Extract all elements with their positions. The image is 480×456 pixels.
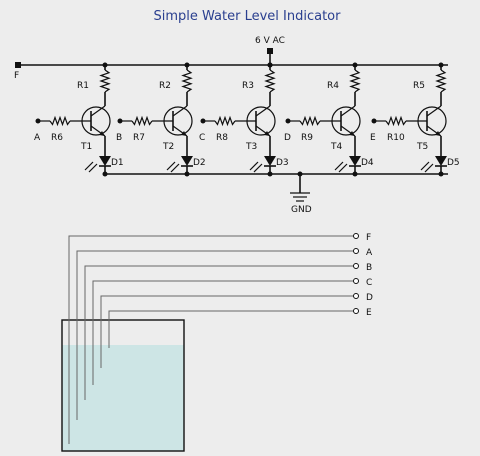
led-light-ray	[253, 163, 263, 173]
probe-wire	[84, 265, 353, 400]
water-fill	[62, 345, 184, 451]
transistor-emitter-arrow	[181, 131, 187, 136]
collector-resistor	[349, 69, 361, 93]
transistor-collector-leg	[172, 105, 188, 117]
led-triangle	[181, 156, 193, 166]
probe-terminal	[353, 308, 359, 314]
led-light-ray	[166, 161, 176, 171]
transistor-collector-leg	[90, 105, 106, 117]
transistor-label: T3	[245, 142, 257, 152]
base-resistor	[49, 115, 71, 127]
supply-terminal-square	[267, 48, 273, 54]
terminal-f-square	[15, 62, 21, 68]
led-light-ray	[338, 163, 348, 173]
ground-junction-dot	[297, 171, 303, 177]
ground-junction-dot	[102, 171, 108, 177]
led-triangle	[99, 156, 111, 166]
led-triangle	[264, 156, 276, 166]
transistor-label: T5	[416, 142, 428, 152]
input-label: D	[284, 133, 291, 143]
ground-junction-dot	[438, 171, 444, 177]
collector-resistor	[181, 69, 193, 93]
input-label: B	[116, 133, 122, 143]
led-label: D1	[111, 158, 124, 168]
probe-label: F	[366, 233, 371, 243]
collector-resistor-label: R1	[77, 81, 89, 91]
base-resistor-label: R7	[133, 133, 145, 143]
input-label: C	[199, 133, 205, 143]
led-light-ray	[249, 161, 259, 171]
transistor-label: T2	[162, 142, 174, 152]
probe-terminal	[353, 293, 359, 299]
led-triangle	[435, 156, 447, 166]
probe-label: C	[366, 278, 372, 288]
collector-resistor	[435, 69, 447, 93]
ground-junction-dot	[184, 171, 190, 177]
led-light-ray	[420, 161, 430, 171]
led-light-ray	[424, 163, 434, 173]
probe-label: E	[366, 308, 372, 318]
transistor-collector-leg	[255, 105, 271, 117]
probe-label: D	[366, 293, 373, 303]
input-label: A	[34, 133, 41, 143]
probe-terminal	[353, 233, 359, 239]
transistor-emitter-arrow	[264, 131, 270, 136]
terminal-f-label: F	[14, 71, 19, 81]
base-resistor	[214, 115, 236, 127]
transistor-emitter-arrow	[349, 131, 355, 136]
collector-resistor	[99, 69, 111, 93]
probe-wire	[68, 235, 353, 444]
base-resistor-label: R6	[51, 133, 63, 143]
base-resistor-label: R8	[216, 133, 228, 143]
base-resistor	[385, 115, 407, 127]
led-light-ray	[84, 161, 94, 171]
probe-label: B	[366, 263, 372, 273]
probe-terminal	[353, 263, 359, 269]
ground-junction-dot	[352, 171, 358, 177]
input-label: E	[370, 133, 376, 143]
collector-resistor-label: R2	[159, 81, 171, 91]
led-label: D2	[193, 158, 206, 168]
collector-resistor-label: R4	[327, 81, 339, 91]
probe-wire	[76, 250, 353, 420]
probe-wire	[100, 295, 353, 368]
probe-terminal	[353, 278, 359, 284]
ground-junction-dot	[267, 171, 273, 177]
transistor-label: T4	[330, 142, 342, 152]
base-resistor	[299, 115, 321, 127]
probe-wire	[108, 310, 353, 348]
supply-label: 6 V AC	[255, 36, 285, 46]
collector-resistor-label: R5	[413, 81, 425, 91]
probe-label: A	[366, 248, 373, 258]
base-resistor	[131, 115, 153, 127]
led-light-ray	[334, 161, 344, 171]
led-label: D4	[361, 158, 374, 168]
collector-resistor-label: R3	[242, 81, 254, 91]
collector-resistor	[264, 69, 276, 93]
diagram-title: Simple Water Level Indicator	[154, 9, 342, 24]
transistor-emitter-arrow	[435, 131, 441, 136]
ground-label: GND	[291, 205, 312, 215]
base-resistor-label: R10	[387, 133, 405, 143]
led-light-ray	[88, 163, 98, 173]
transistor-collector-leg	[340, 105, 356, 117]
transistor-collector-leg	[426, 105, 442, 117]
led-label: D5	[447, 158, 460, 168]
transistor-emitter-arrow	[99, 131, 105, 136]
tank-outline	[61, 319, 185, 452]
probe-wire	[92, 280, 353, 385]
led-triangle	[349, 156, 361, 166]
base-resistor-label: R9	[301, 133, 313, 143]
transistor-label: T1	[80, 142, 92, 152]
led-light-ray	[170, 163, 180, 173]
probe-terminal	[353, 248, 359, 254]
led-label: D3	[276, 158, 289, 168]
